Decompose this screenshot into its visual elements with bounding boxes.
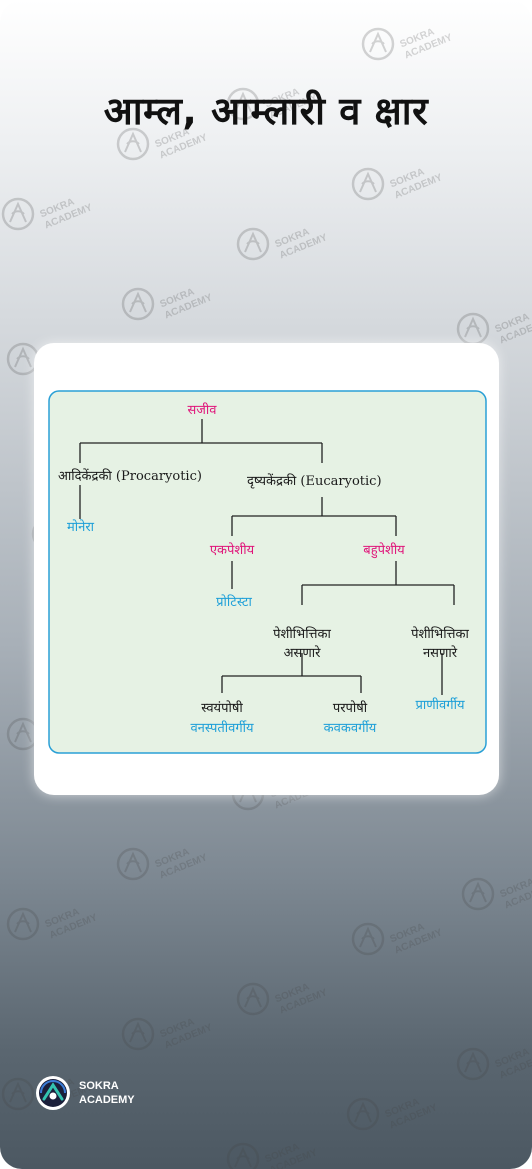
node-cellwall-absent-line1: पेशीभित्तिका bbox=[411, 626, 469, 642]
classification-diagram: सजीव आदिकेंद्रकी (Procaryotic) मोनेरा दृ… bbox=[48, 390, 487, 754]
node-protista: प्रोटिस्टा bbox=[216, 594, 252, 610]
diagram-card: सजीव आदिकेंद्रकी (Procaryotic) मोनेरा दृ… bbox=[34, 343, 499, 795]
connector-lines bbox=[79, 419, 455, 695]
node-animals: प्राणीवर्गीय bbox=[416, 697, 465, 713]
page-title: आम्ल, आम्लारी व क्षार bbox=[103, 89, 429, 133]
brand-badge: SOKRA ACADEMY bbox=[35, 1075, 135, 1111]
brand-name-line2: ACADEMY bbox=[79, 1094, 135, 1106]
node-monera: मोनेरा bbox=[67, 519, 95, 535]
node-cellwall-present-line2: असणारे bbox=[284, 645, 321, 661]
node-multicellular: बहुपेशीय bbox=[363, 542, 405, 559]
sokra-logo-icon bbox=[36, 1076, 70, 1110]
brand-name-line1: SOKRA bbox=[79, 1080, 119, 1092]
node-eukaryotic: दृष्यकेंद्रकी (Eucaryotic) bbox=[247, 473, 382, 489]
node-prokaryotic: आदिकेंद्रकी (Procaryotic) bbox=[58, 468, 202, 484]
node-fungi: कवकवर्गीय bbox=[324, 720, 377, 736]
node-living-organisms: सजीव bbox=[187, 402, 217, 418]
diagram-panel bbox=[48, 390, 487, 754]
node-plants: वनस्पतीवर्गीय bbox=[190, 720, 254, 736]
node-cellwall-absent-line2: नसणारे bbox=[423, 645, 458, 661]
node-unicellular: एकपेशीय bbox=[210, 542, 255, 558]
node-autotroph: स्वयंपोषी bbox=[201, 700, 243, 716]
node-heterotroph: परपोषी bbox=[333, 700, 368, 716]
node-cellwall-present-line1: पेशीभित्तिका bbox=[273, 626, 331, 642]
